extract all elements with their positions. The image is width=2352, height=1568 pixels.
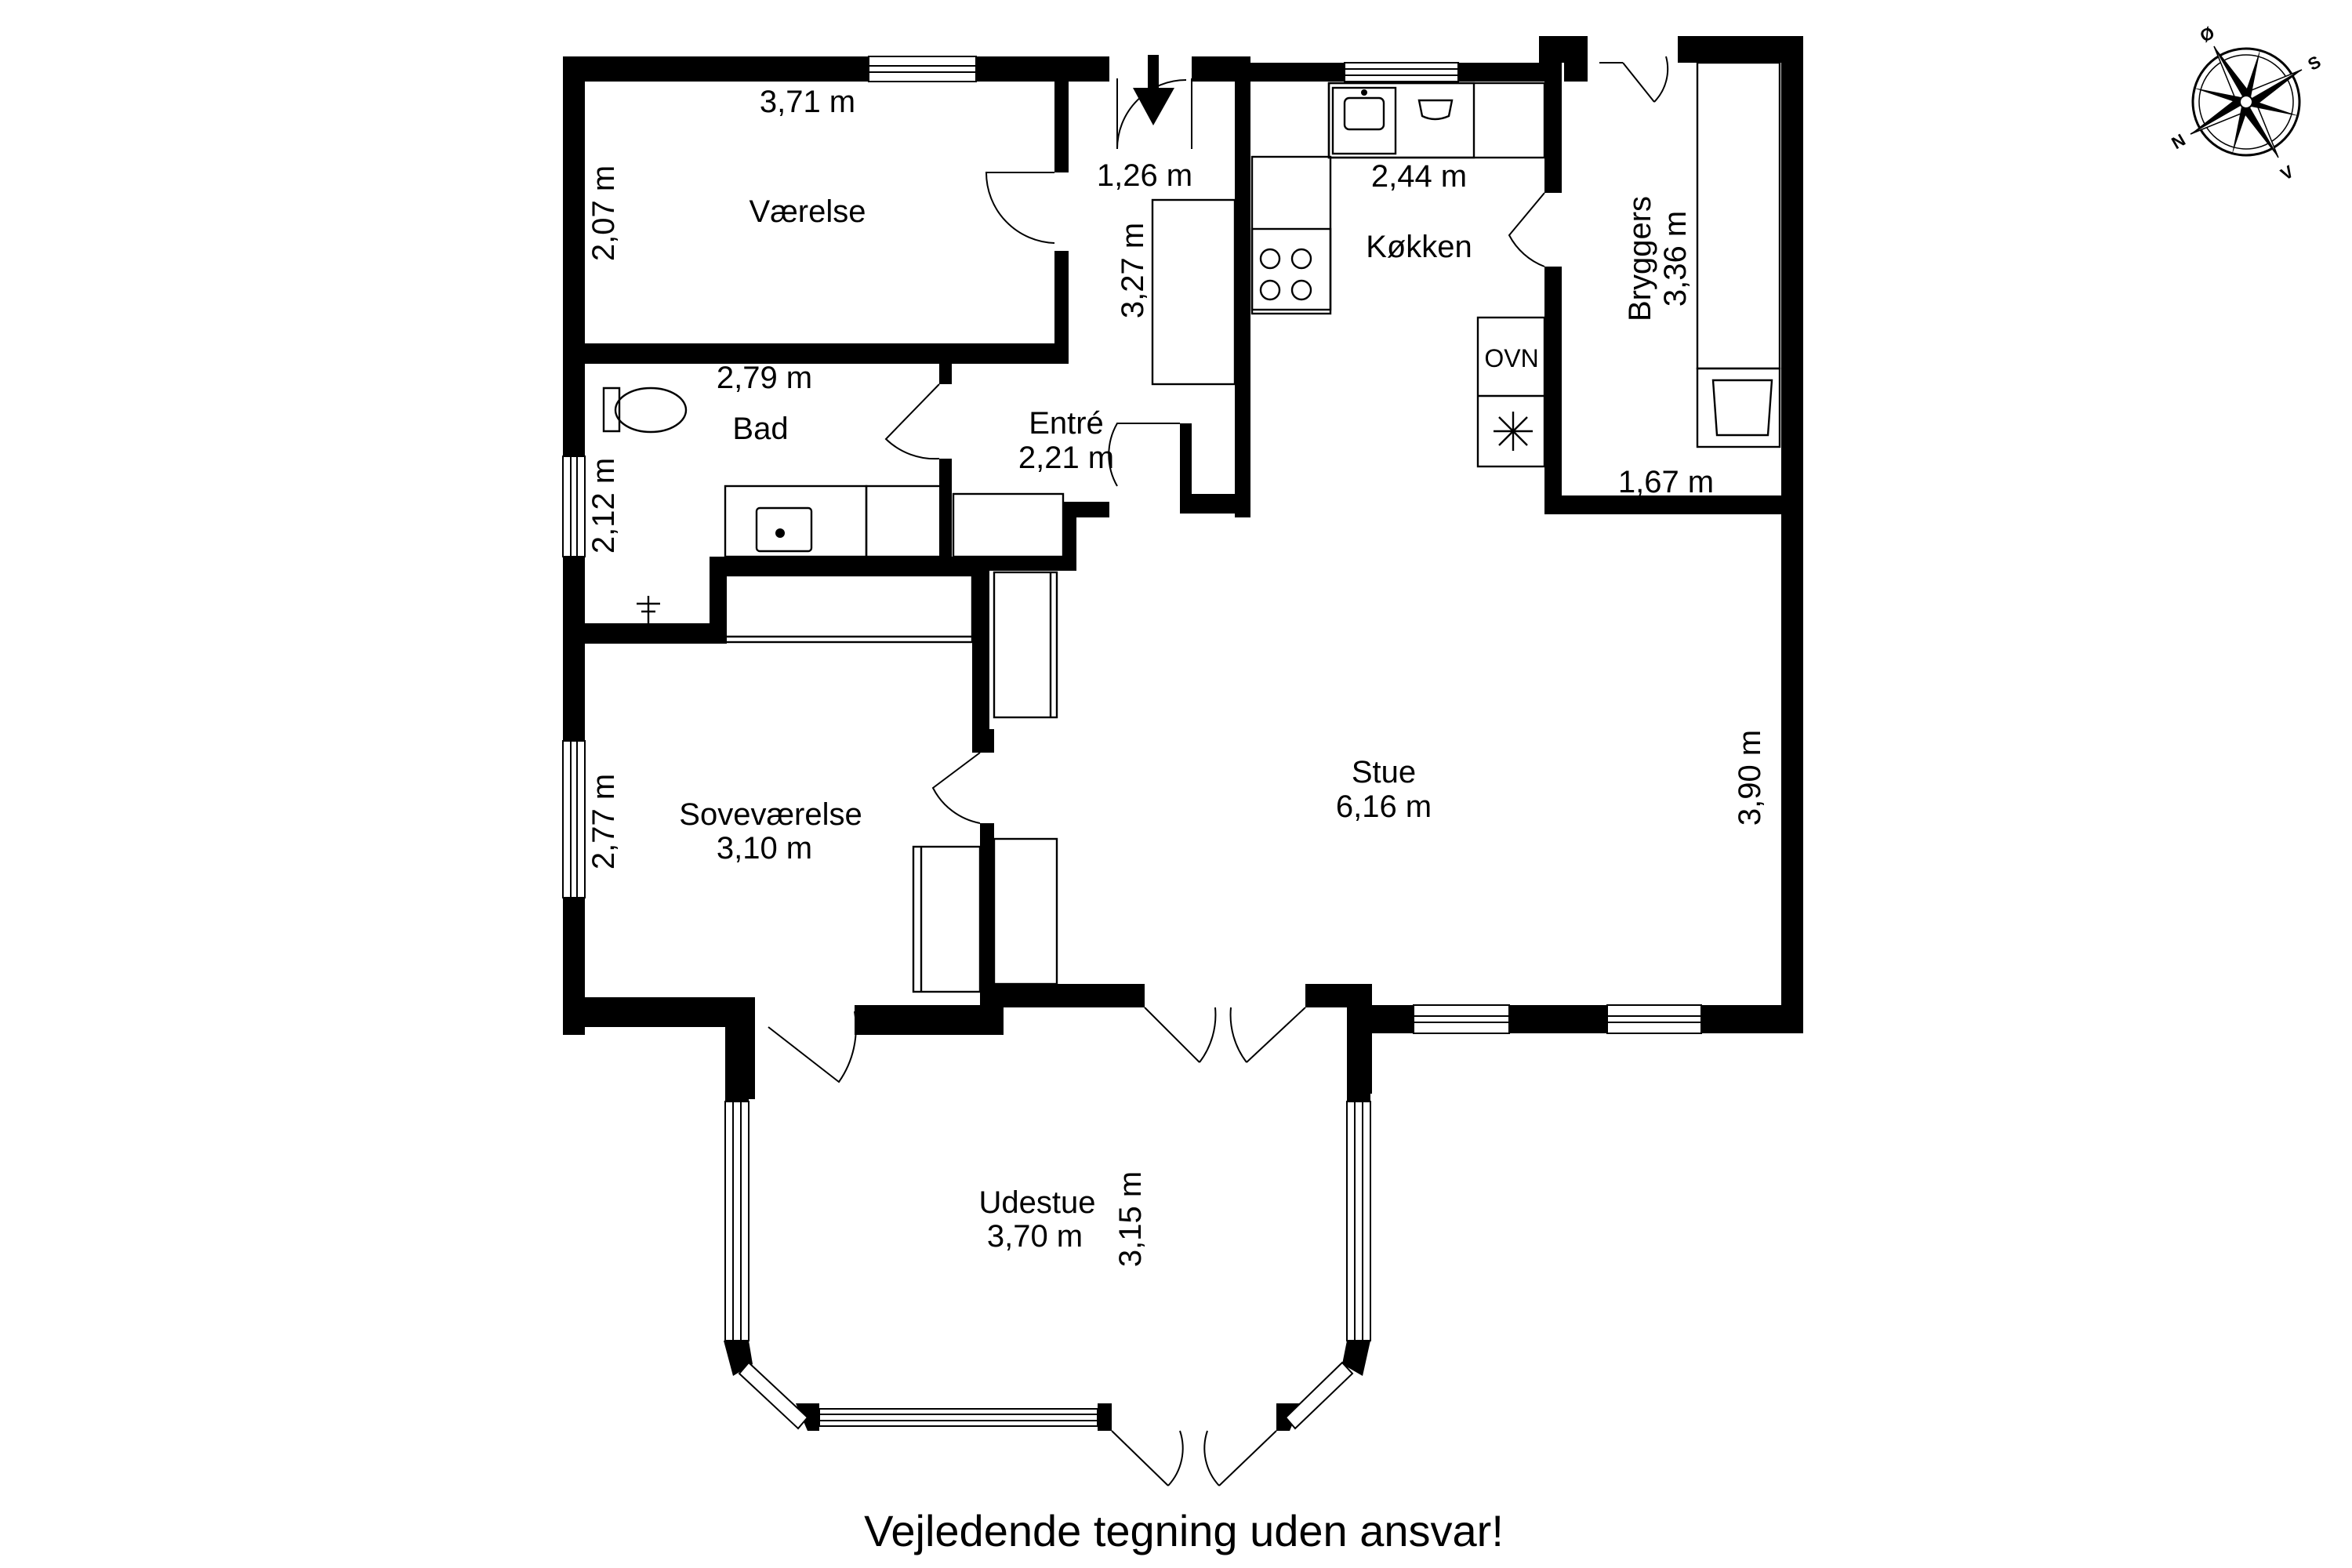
compass-west: V bbox=[2278, 162, 2297, 184]
room-labels: 3,71 m Værelse 2,07 m 2,79 m Bad 2,12 m … bbox=[586, 85, 1767, 1267]
bad-width: 2,79 m bbox=[717, 361, 812, 395]
entrance-arrow-icon bbox=[1133, 55, 1174, 125]
bryggers-name: Bryggers bbox=[1623, 196, 1657, 321]
bryggers-width: 1,67 m bbox=[1618, 465, 1714, 499]
bad-depth: 2,12 m bbox=[586, 458, 621, 554]
vaerelse-depth: 2,07 m bbox=[586, 165, 621, 261]
udestue-depth: 3,15 m bbox=[1113, 1171, 1148, 1267]
windows bbox=[562, 56, 1702, 1430]
freezer-icon bbox=[1494, 412, 1533, 451]
vaerelse-width: 3,71 m bbox=[760, 85, 855, 119]
sovevaerelse-name: Soveværelse bbox=[679, 797, 862, 832]
sovevaerelse-depth: 2,77 m bbox=[586, 774, 621, 869]
interior-walls bbox=[563, 36, 1803, 1027]
entre-name: Entré bbox=[1029, 406, 1104, 441]
stue-depth: 3,90 m bbox=[1733, 730, 1767, 826]
stue-name: Stue bbox=[1352, 755, 1416, 789]
compass-south: S bbox=[2304, 52, 2324, 74]
koekken-name: Køkken bbox=[1366, 230, 1472, 264]
compass-rose-icon: Ø S V N bbox=[2169, 23, 2325, 184]
entre-extra: 1,26 m bbox=[1097, 158, 1192, 193]
udestue-width: 3,70 m bbox=[987, 1219, 1083, 1254]
bad-name: Bad bbox=[732, 412, 788, 446]
bryggers-depth: 3,36 m bbox=[1658, 211, 1693, 307]
entre-depth: 3,27 m bbox=[1116, 223, 1150, 318]
floor-drain-icon bbox=[637, 596, 660, 627]
koekken-width: 2,44 m bbox=[1371, 159, 1467, 194]
fixtures bbox=[602, 61, 1781, 993]
compass-east: Ø bbox=[2197, 23, 2218, 46]
disclaimer-text: Vejledende tegning uden ansvar! bbox=[864, 1506, 1504, 1555]
oven-label: OVN bbox=[1484, 344, 1538, 372]
sovevaerelse-width: 3,10 m bbox=[717, 831, 812, 866]
vaerelse-name: Værelse bbox=[750, 194, 866, 229]
udestue-name: Udestue bbox=[979, 1185, 1096, 1220]
stue-width: 6,16 m bbox=[1336, 789, 1432, 824]
doors bbox=[768, 56, 1669, 1486]
compass-north: N bbox=[2169, 130, 2189, 154]
entre-width: 2,21 m bbox=[1018, 441, 1114, 475]
